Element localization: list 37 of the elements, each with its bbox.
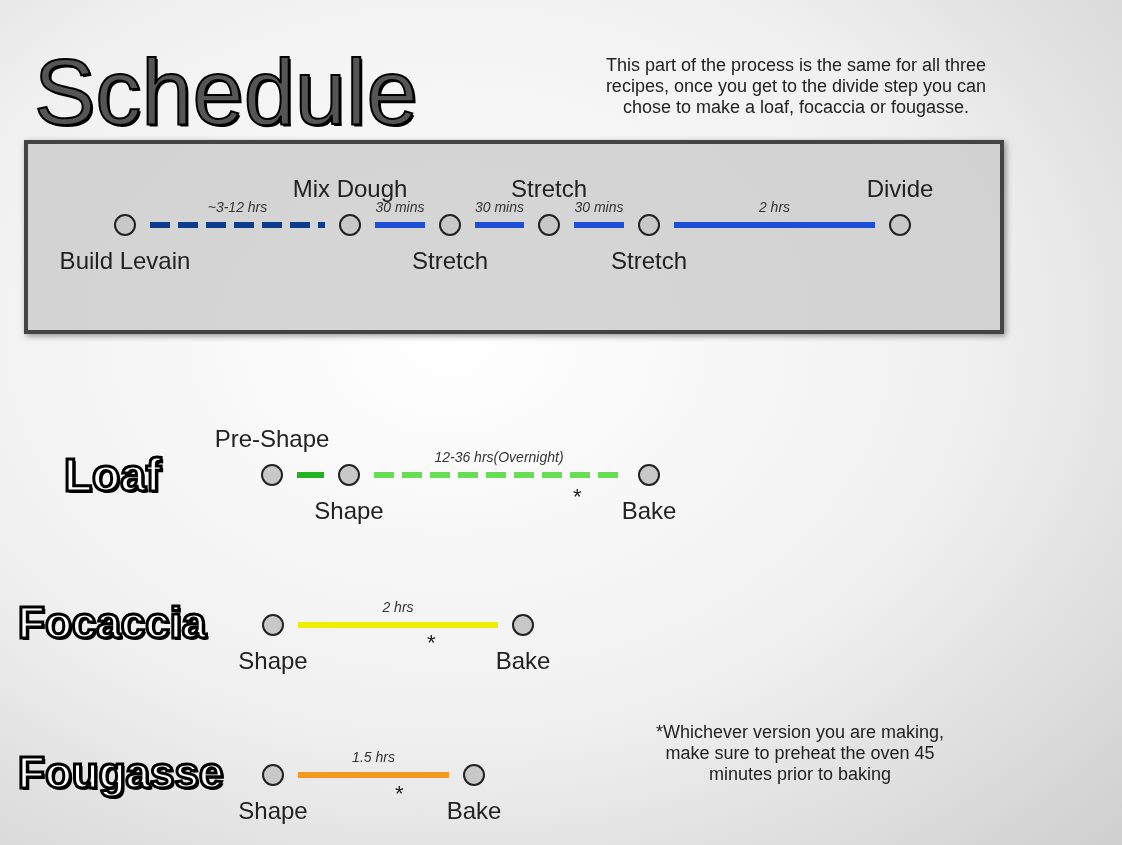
step-label: Shape bbox=[238, 797, 308, 825]
section-heading: Fougasse bbox=[18, 748, 224, 798]
section-heading: Loaf bbox=[64, 448, 162, 502]
step-label: Pre-Shape bbox=[214, 425, 330, 453]
step-label: Bake bbox=[621, 497, 677, 525]
timeline-line bbox=[297, 472, 324, 478]
note-text: *Whichever version you are making, make sure to preheat the oven 45 minutes prior to baking bbox=[654, 722, 946, 785]
edge-label: 30 mins bbox=[475, 199, 524, 215]
timeline-line bbox=[375, 222, 425, 228]
timeline-line bbox=[475, 222, 524, 228]
step-label: Stretch bbox=[412, 247, 488, 275]
panel-box bbox=[24, 140, 1004, 334]
step-label: Divide bbox=[866, 175, 934, 203]
timeline-line bbox=[150, 222, 325, 228]
edge-label: 1.5 hrs bbox=[352, 749, 395, 765]
step-label: Bake bbox=[446, 797, 502, 825]
step-label: Shape bbox=[238, 647, 308, 675]
timeline-line bbox=[674, 222, 875, 228]
edge-label: 2 hrs bbox=[382, 599, 414, 615]
title-heading: Schedule bbox=[34, 40, 418, 145]
footnote-mark: * bbox=[427, 630, 436, 656]
step-label: Shape bbox=[314, 497, 384, 525]
step-label: Stretch bbox=[511, 175, 587, 202]
section-heading: Focaccia bbox=[18, 598, 207, 648]
timeline-line bbox=[298, 772, 449, 778]
footnote-mark: * bbox=[573, 484, 582, 510]
footnote-mark: * bbox=[395, 781, 404, 807]
edge-label: 30 mins bbox=[574, 199, 624, 215]
edge-label: 12-36 hrs(Overnight) bbox=[434, 449, 564, 465]
edge-label: 2 hrs bbox=[758, 199, 791, 215]
step-label: Stretch bbox=[611, 247, 687, 275]
note-text: This part of the process is the same for all three recipes, once you get to the divide step you can chose to make a loaf, focaccia or fougasse. bbox=[604, 55, 988, 118]
step-label: Build Levain bbox=[59, 247, 191, 275]
timeline-line bbox=[298, 622, 498, 628]
timeline-line bbox=[574, 222, 624, 228]
step-label: Bake bbox=[495, 647, 551, 675]
edge-label: ~3-12 hrs bbox=[207, 199, 268, 215]
